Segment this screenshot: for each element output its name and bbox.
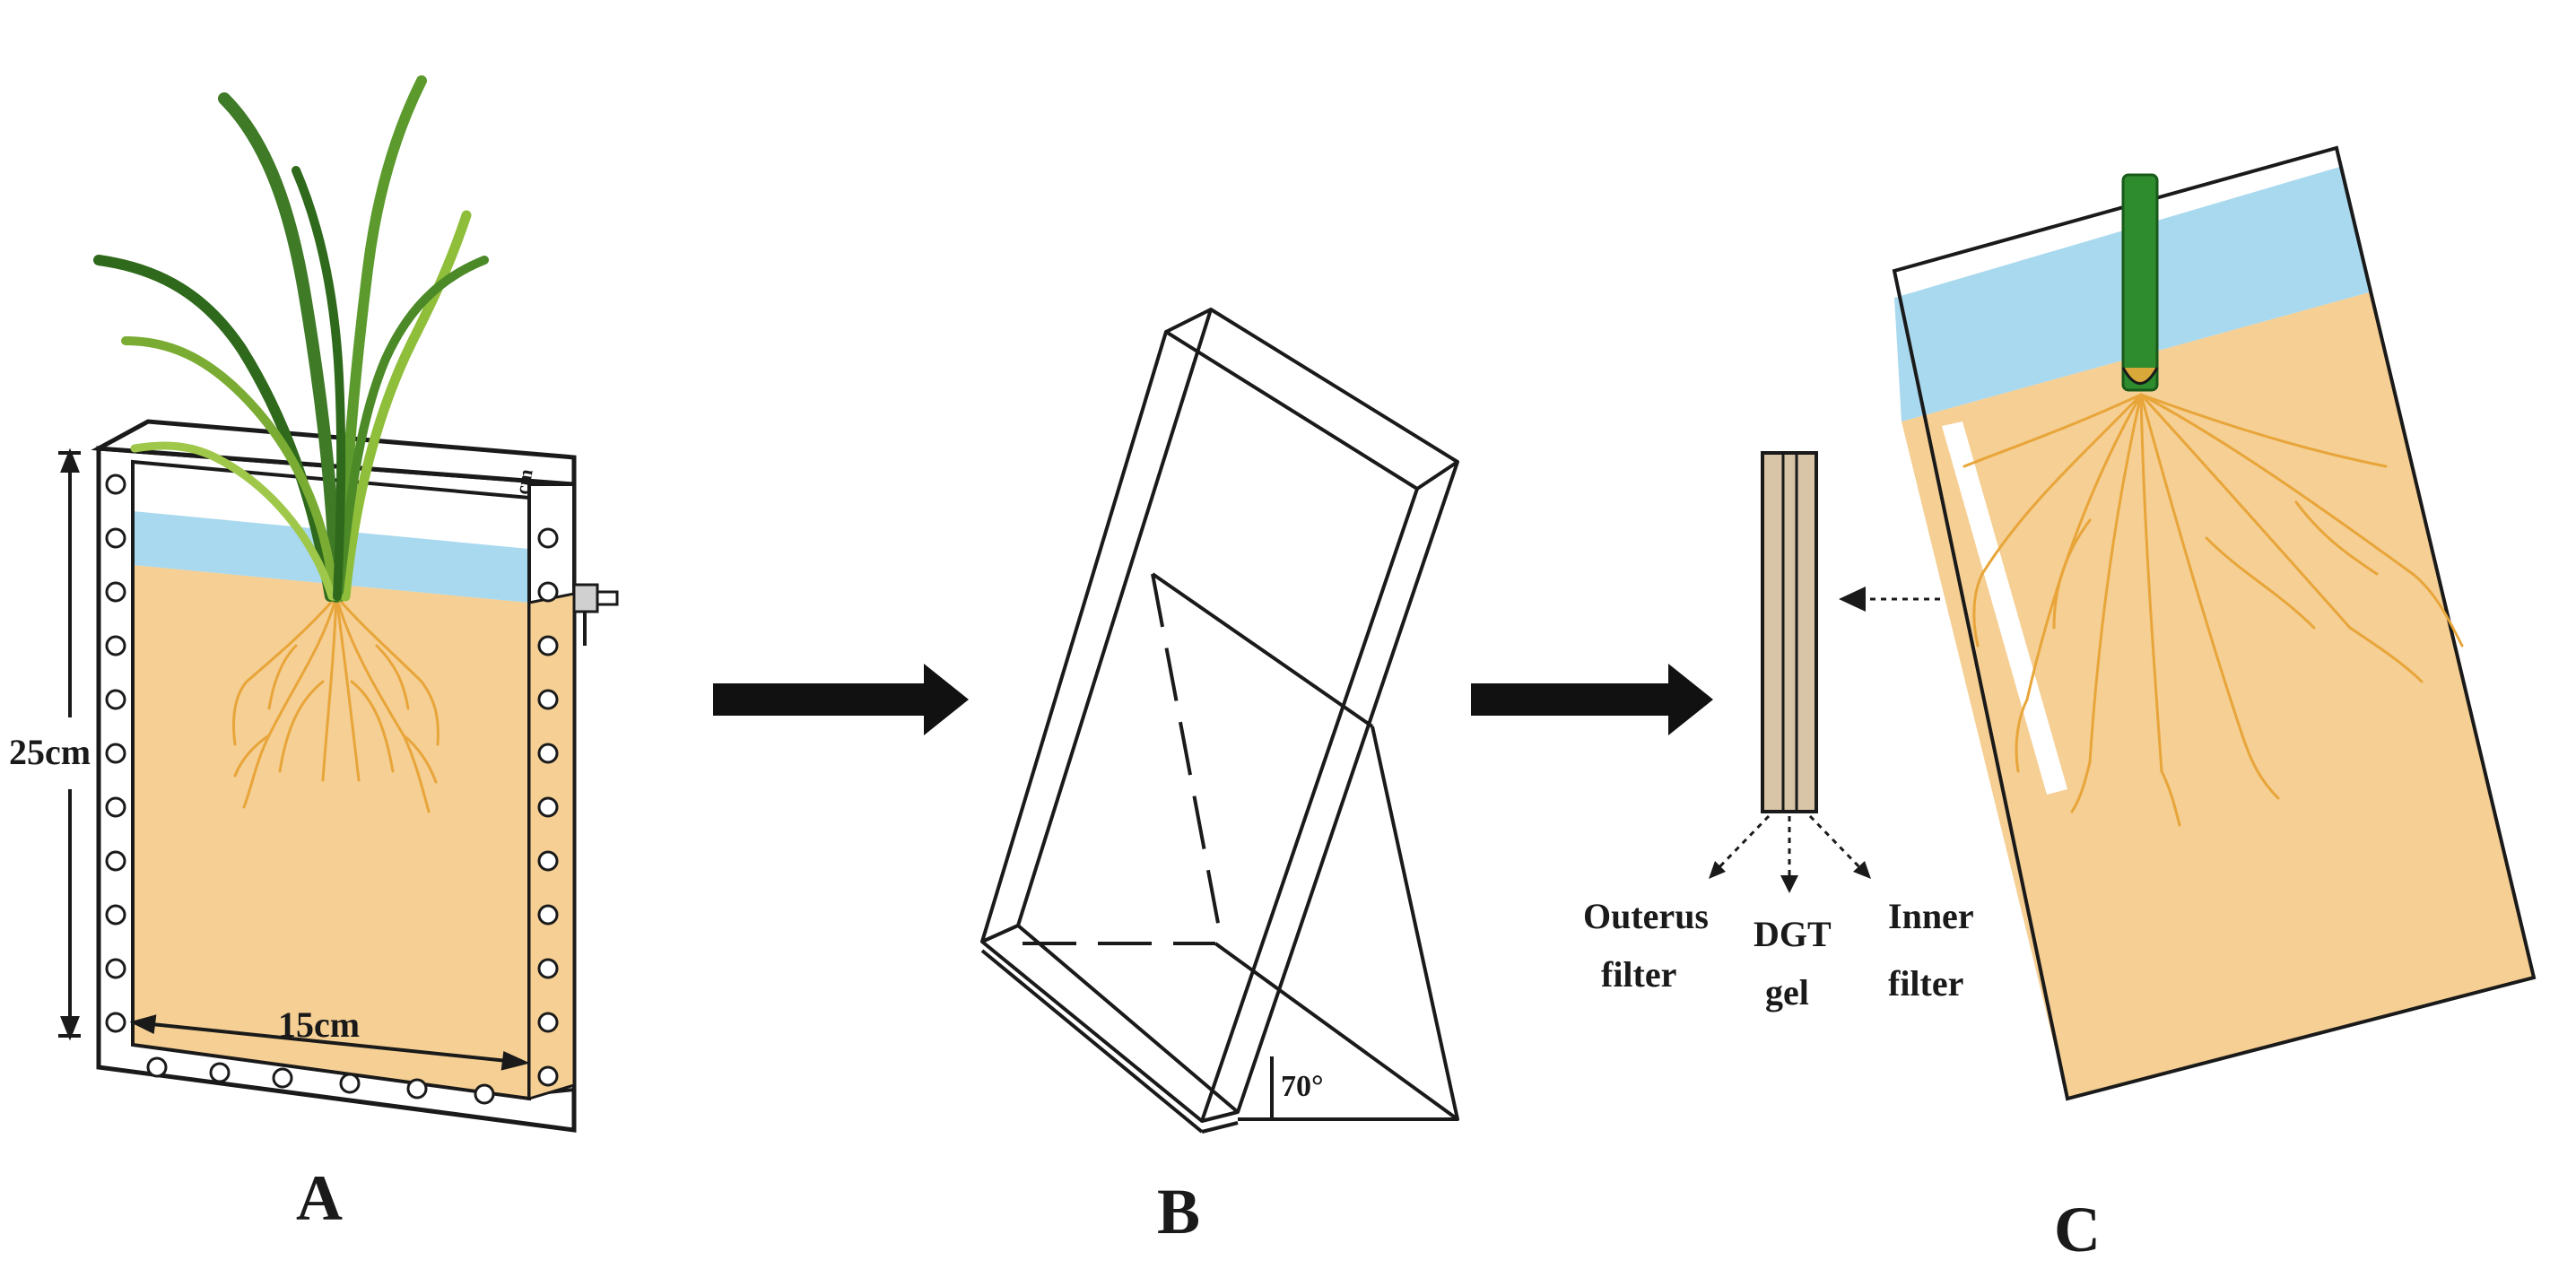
screw-hole <box>537 527 559 549</box>
panel-a-label: A <box>296 1162 343 1234</box>
height-label: 25cm <box>9 732 91 772</box>
screw-hole <box>339 1073 361 1094</box>
side-gap-c <box>1942 422 2067 795</box>
dgt-probe-section: Outerus filter DGT gel Inner filter <box>1583 451 1974 1013</box>
screw-hole <box>537 743 559 764</box>
inner-filter-label-line1: Inner <box>1888 896 1974 936</box>
screw-hole <box>537 904 559 926</box>
panel-c-label: C <box>2054 1194 2101 1265</box>
screw-hole <box>105 796 126 818</box>
screw-hole <box>537 850 559 872</box>
screw-hole <box>406 1078 428 1100</box>
roots-c <box>1962 393 2464 827</box>
inner-filter-label-line2: filter <box>1888 963 1963 1004</box>
panel-b-tilted-frame <box>980 308 1459 1134</box>
valve-icon <box>572 583 619 646</box>
corner-mark: cm <box>510 467 536 496</box>
arrow-a-to-b <box>713 664 969 735</box>
screw-hole <box>537 581 559 603</box>
width-label: 15cm <box>278 1004 360 1045</box>
width-dimension <box>129 1014 531 1071</box>
dgt-strip <box>1761 451 1818 813</box>
rhizobox-top-edge <box>91 419 577 487</box>
screw-hole <box>537 958 559 979</box>
screw-holes-bottom <box>146 1056 495 1105</box>
angle-label: 70° <box>1281 1070 1324 1103</box>
screw-hole <box>105 850 126 872</box>
panel-a-rhizobox: 25cm 15cm cm A <box>9 75 619 1234</box>
screw-hole <box>537 796 559 818</box>
dgt-gel-label-line1: DGT <box>1754 914 1832 954</box>
screw-hole <box>537 689 559 710</box>
screw-hole <box>105 743 126 764</box>
dgt-gel-label-line2: gel <box>1765 972 1809 1013</box>
screw-hole <box>537 635 559 656</box>
screw-hole <box>537 1065 559 1087</box>
soil-fill-c <box>1902 291 2534 1099</box>
arrow-b-to-dgt <box>1471 664 1713 735</box>
rice-plant <box>93 75 489 603</box>
box-outline-c <box>1892 145 2537 1101</box>
outer-filter-label-line1: Outerus <box>1583 896 1709 936</box>
screw-hole <box>105 958 126 979</box>
screw-hole <box>105 1012 126 1033</box>
outer-filter-label-line2: filter <box>1601 954 1676 995</box>
screw-hole <box>537 1012 559 1033</box>
dgt-layer-pointers <box>1713 814 1866 883</box>
dgt-probe <box>2121 173 2159 392</box>
screw-holes-right <box>537 527 559 1087</box>
screw-hole <box>146 1056 168 1078</box>
screw-holes-left <box>105 474 126 1033</box>
slab-back <box>1016 308 1459 1114</box>
headspace-c <box>1894 148 2343 298</box>
screw-hole <box>105 581 126 603</box>
panel-c-tilted-rhizobox <box>1892 145 2537 1101</box>
screw-hole <box>105 527 126 549</box>
screw-hole <box>272 1067 293 1089</box>
panel-b-label: B <box>1157 1176 1200 1247</box>
screw-hole <box>105 635 126 656</box>
screw-hole <box>105 904 126 926</box>
screw-hole <box>105 689 126 710</box>
roots-a <box>232 595 439 813</box>
screw-hole <box>474 1083 495 1105</box>
screw-hole <box>209 1062 231 1083</box>
screw-hole <box>105 474 126 495</box>
